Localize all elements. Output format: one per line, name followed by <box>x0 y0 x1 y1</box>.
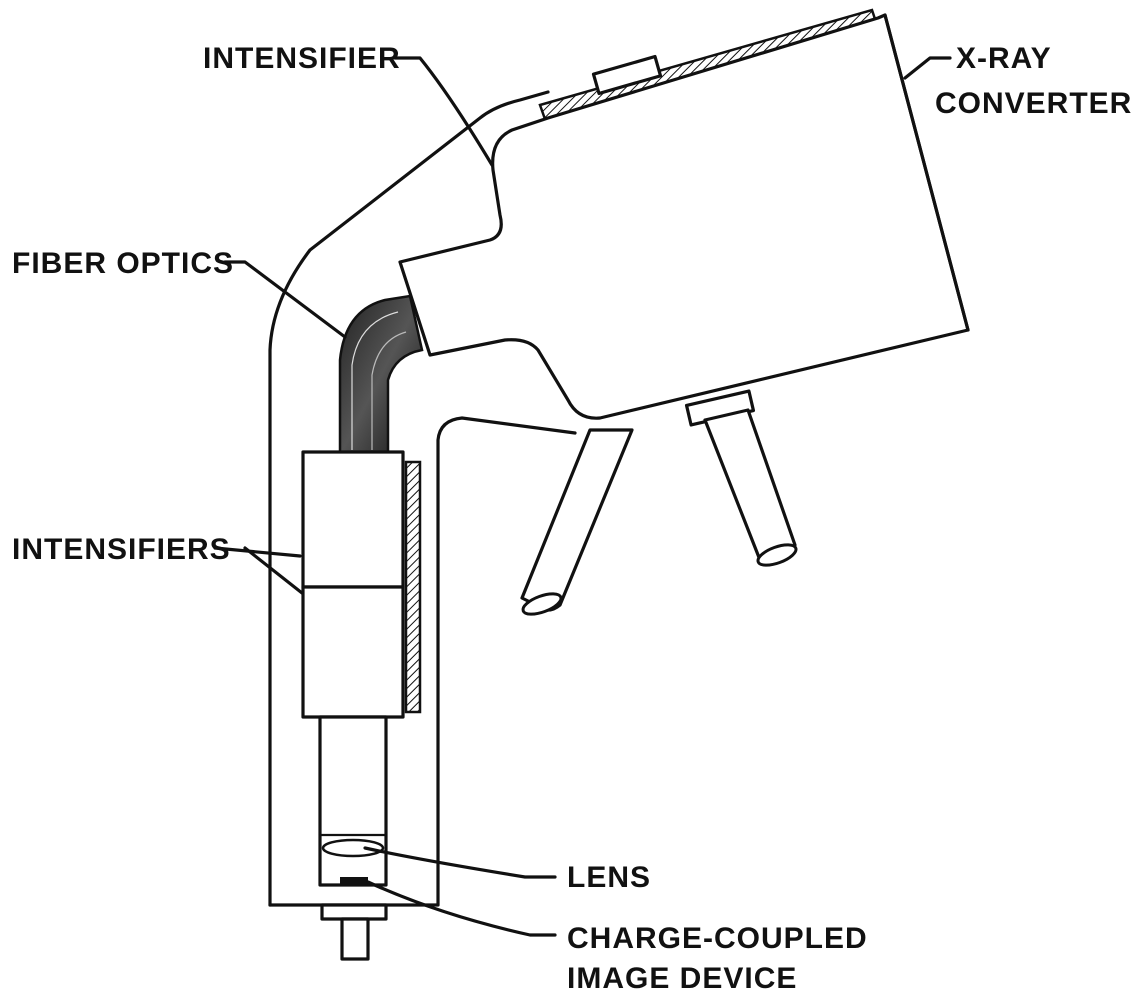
label-intensifiers: INTENSIFIERS <box>12 533 231 566</box>
tripod-leg-right <box>703 408 797 564</box>
pointer-intensifiers-1 <box>213 546 302 558</box>
label-ccd-line1: CHARGE-COUPLED <box>567 922 868 955</box>
ccd-chip <box>340 877 368 885</box>
lens-element <box>321 838 385 858</box>
pointer-fiber-optics <box>223 260 347 339</box>
label-xray-line2: CONVERTER <box>935 87 1131 120</box>
base-mount-plate <box>320 903 388 921</box>
tripod-leg-left <box>520 428 634 612</box>
pointer-lens <box>363 846 557 879</box>
label-lens: LENS <box>567 861 651 894</box>
pointer-ccd <box>366 880 557 937</box>
housing-inner-edge <box>268 416 577 907</box>
cable-stub <box>340 917 370 961</box>
xray-converter-box <box>398 13 970 420</box>
top-mount-bracket <box>591 54 663 96</box>
outer-housing <box>268 90 550 907</box>
label-intensifier: INTENSIFIER <box>203 42 401 75</box>
label-xray-line1: X-RAY <box>956 42 1052 75</box>
leg-left-end <box>521 592 563 616</box>
fiber-strand-highlight <box>351 311 399 450</box>
converter-side-edge <box>883 13 970 332</box>
leg-right-end <box>756 543 798 567</box>
intensifier-lower <box>301 585 405 719</box>
pointer-intensifier <box>393 56 494 167</box>
pointer-xray-converter <box>903 56 952 80</box>
intensifier-upper <box>301 450 405 589</box>
label-fiber-optics: FIBER OPTICS <box>12 247 234 280</box>
intensifier-side-plate <box>404 460 422 714</box>
fiber-strand-highlight-2 <box>371 331 407 450</box>
lens-tube <box>318 715 388 887</box>
converter-bottom-rim <box>598 328 970 420</box>
label-ccd-line2: IMAGE DEVICE <box>567 962 797 995</box>
pointer-intensifiers-2 <box>243 546 304 595</box>
